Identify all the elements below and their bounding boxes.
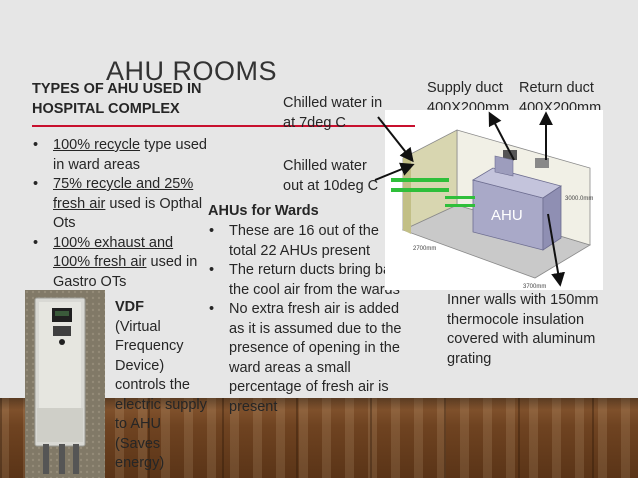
supply-duct-name: Supply duct xyxy=(427,80,503,96)
inner-walls-text: Inner walls with 150mm thermocole insula… xyxy=(447,292,599,367)
types-item-2-underlined: 75% recycle and 25% fresh air xyxy=(53,176,194,212)
ahu-wards-item-3: No extra fresh air is added as it is ass… xyxy=(208,300,408,417)
vdf-panel-photo xyxy=(25,290,105,478)
title-underline-red xyxy=(32,125,380,127)
types-item-2-rest: used is Opthal Ots xyxy=(53,195,203,232)
return-duct-name: Return duct xyxy=(519,80,594,96)
ahu-unit-label: AHU xyxy=(491,207,523,224)
types-item-2: 75% recycle and 25% fresh air used is Op… xyxy=(32,175,207,234)
vdf-description: VDF (Virtual Frequency Device) controls t… xyxy=(115,298,207,474)
chilled-water-in-text: Chilled water in at 7deg C xyxy=(283,95,383,131)
types-heading: TYPES OF AHU USED IN HOSPITAL COMPLEX xyxy=(32,81,202,117)
ahu-room-diagram: AHU 3000.0mm 2700mm 3700mm xyxy=(385,110,603,290)
types-item-3: 100% exhaust and 100% fresh air used in … xyxy=(32,234,207,293)
dimension-height: 3000.0mm xyxy=(565,196,593,202)
vdf-text: (Virtual Frequency Device) controls the … xyxy=(115,318,207,472)
ahu-wards-heading: AHUs for Wards xyxy=(208,203,319,219)
vdf-label: VDF xyxy=(115,299,144,315)
types-item-3-rest: used in Gastro OTs xyxy=(53,254,198,290)
types-item-3-underlined: 100% exhaust and 100% fresh air xyxy=(53,234,174,271)
types-item-1-rest: type used in ward areas xyxy=(53,137,207,173)
ahu-wards-item-1: These are 16 out of the total 22 AHUs pr… xyxy=(208,222,408,261)
chilled-water-out-text: Chilled water out at 10deg C xyxy=(283,158,379,194)
types-item-1: 100% recycle type used in ward areas xyxy=(32,136,207,175)
dimension-width: 3700mm xyxy=(523,284,546,290)
page-title: AHU ROOMS xyxy=(106,56,278,86)
dimension-depth: 2700mm xyxy=(413,246,436,252)
ahu-wards-item-2: The return ducts bring back the cool air… xyxy=(208,261,408,300)
types-list: 100% recycle type used in ward areas 75%… xyxy=(32,136,207,292)
types-item-1-underlined: 100% recycle xyxy=(53,137,141,153)
ahu-wards-list: These are 16 out of the total 22 AHUs pr… xyxy=(208,222,408,417)
